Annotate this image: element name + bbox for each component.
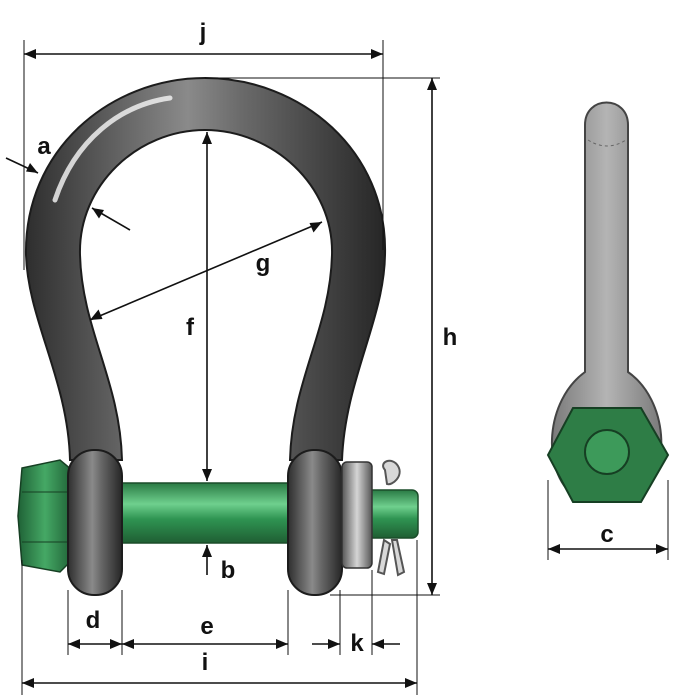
right-eye-lug — [287, 449, 343, 596]
label-c: c — [600, 521, 613, 548]
pin-shaft — [109, 482, 306, 544]
bow-outline — [24, 76, 387, 461]
cotter-pin — [376, 459, 406, 577]
shackle-pin — [109, 482, 419, 544]
shackle-bow — [24, 76, 387, 461]
pin-head-nut — [17, 459, 73, 573]
dimension-labels: j a f g h b d e k i c — [37, 19, 613, 676]
label-b: b — [221, 557, 236, 584]
label-k: k — [350, 630, 364, 657]
shackle-side-view — [546, 101, 670, 503]
label-e: e — [200, 613, 213, 640]
label-a: a — [37, 133, 51, 160]
dimension-lines — [5, 40, 669, 695]
label-d: d — [86, 607, 101, 634]
label-h: h — [443, 324, 458, 351]
label-g: g — [256, 250, 271, 277]
left-eye-lug — [67, 449, 123, 596]
side-view-pin-end — [584, 429, 630, 475]
bow-highlight — [52, 95, 173, 203]
label-f: f — [186, 314, 195, 341]
label-j: j — [199, 19, 207, 46]
label-i: i — [202, 649, 209, 676]
washer — [341, 461, 373, 569]
